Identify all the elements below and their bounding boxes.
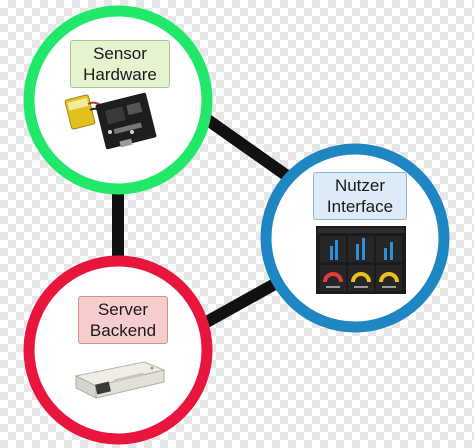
- interface-label-line2: Interface: [326, 197, 394, 216]
- server-label-line2: Backend: [89, 321, 157, 340]
- node-server: [23, 255, 213, 445]
- sensor-label-line1: Sensor: [93, 44, 147, 63]
- server-backend-label: Server Backend: [78, 296, 168, 344]
- nutzer-interface-label: Nutzer Interface: [313, 172, 407, 220]
- server-label-line1: Server: [97, 300, 149, 319]
- server-box-icon: [74, 361, 166, 399]
- sensor-hardware-label: Sensor Hardware: [70, 40, 170, 88]
- connector-server-interface: [200, 274, 285, 330]
- sensor-board-icon: [64, 92, 157, 150]
- node-sensor: [23, 5, 213, 195]
- dashboard-screenshot-icon: [316, 226, 406, 294]
- server-ring: [23, 255, 213, 445]
- sensor-label-line2: Hardware: [83, 65, 157, 84]
- connector-sensor-interface: [201, 113, 294, 183]
- interface-label-line1: Nutzer: [334, 176, 386, 195]
